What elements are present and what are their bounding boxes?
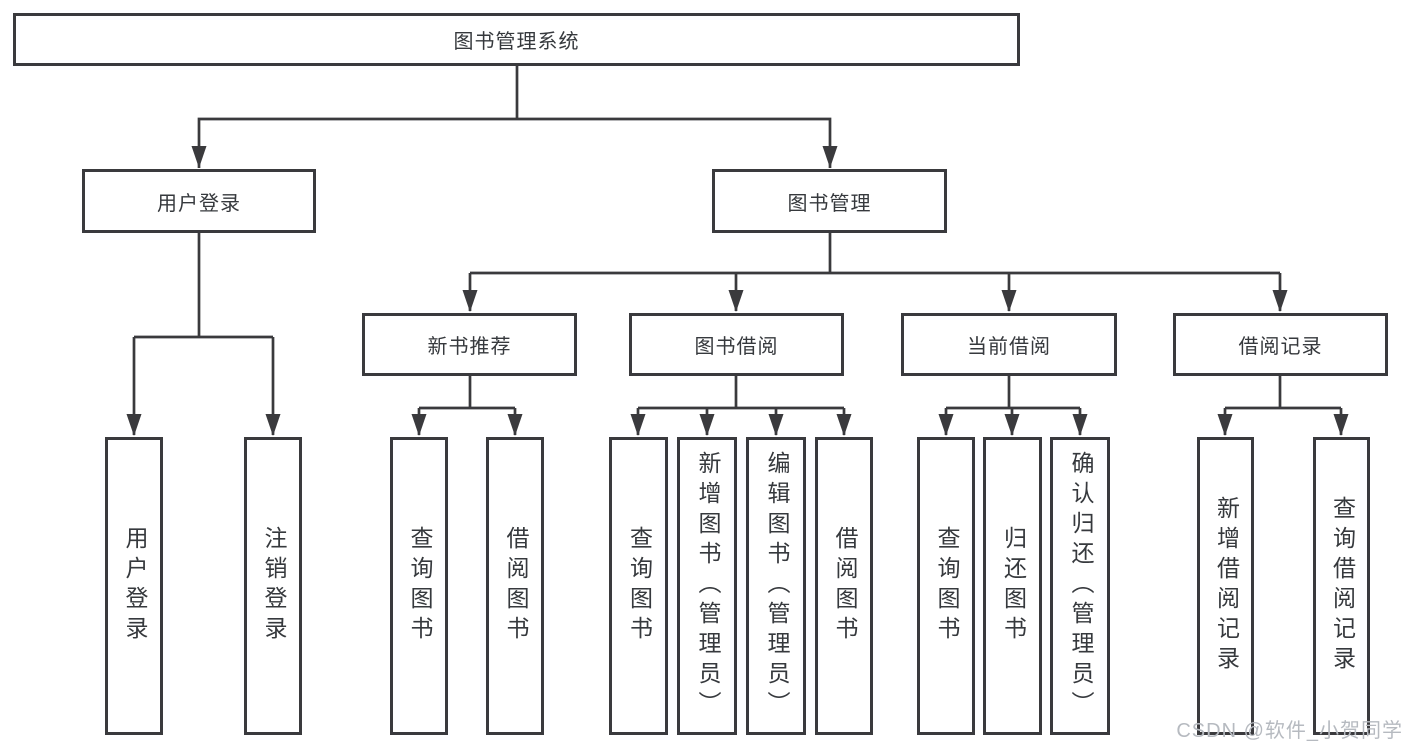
arrow-down-icon [1072, 414, 1088, 436]
node-book-borrowing: 图书借阅 [629, 313, 844, 376]
node-nbr-query-books: 查询图书 [390, 437, 448, 735]
node-cb-query-books: 查询图书 [917, 437, 975, 735]
node-cb-confirm-return-admin-label: 确认归还（管理员） [1067, 451, 1094, 721]
node-book-borrowing-label: 图书借阅 [694, 336, 779, 358]
node-bb-borrow-books: 借阅图书 [815, 437, 873, 735]
arrow-down-icon [822, 146, 838, 168]
node-cb-return-books-label: 归还图书 [1000, 526, 1027, 646]
connector-line [468, 273, 1282, 311]
node-user-login: 用户登录 [105, 437, 163, 735]
node-new-book-recommend-label: 新书推荐 [427, 336, 512, 358]
connector-line [197, 117, 832, 168]
arrow-down-icon [1217, 414, 1233, 436]
node-new-book-recommend: 新书推荐 [362, 313, 577, 376]
node-borrowing-records-label: 借阅记录 [1238, 336, 1323, 358]
node-bb-query-books: 查询图书 [609, 437, 668, 735]
arrow-down-icon [265, 414, 281, 436]
connector-line [636, 376, 846, 435]
connector-line [417, 376, 517, 435]
node-current-borrowing-label: 当前借阅 [967, 336, 1051, 358]
node-br-query-record: 查询借阅记录 [1313, 437, 1370, 735]
node-bb-borrow-books-label: 借阅图书 [831, 526, 858, 646]
connector-line [132, 233, 275, 435]
node-bb-add-books-admin-label: 新增图书（管理员） [694, 451, 721, 721]
node-root-label: 图书管理系统 [453, 31, 580, 53]
node-logout-label: 注销登录 [260, 526, 287, 646]
node-nbr-borrow-books: 借阅图书 [486, 437, 544, 735]
connector-line [1223, 376, 1343, 435]
node-bb-edit-books-admin: 编辑图书（管理员） [746, 437, 806, 735]
arrow-down-icon [462, 290, 478, 312]
arrow-down-icon [938, 414, 954, 436]
arrow-down-icon [1333, 414, 1349, 436]
node-br-add-record-label: 新增借阅记录 [1213, 496, 1240, 676]
connector-line [470, 233, 1280, 275]
node-bb-query-books-label: 查询图书 [626, 526, 653, 646]
node-cb-query-books-label: 查询图书 [933, 526, 960, 646]
arrow-down-icon [728, 290, 744, 312]
node-user-login-label: 用户登录 [121, 526, 148, 646]
node-br-add-record: 新增借阅记录 [1197, 437, 1254, 735]
arrow-down-icon [507, 414, 523, 436]
node-logout: 注销登录 [244, 437, 302, 735]
node-book-management-branch-label: 图书管理 [787, 192, 872, 215]
arrow-down-icon [768, 414, 784, 436]
node-root: 图书管理系统 [13, 13, 1020, 66]
node-user-login-branch: 用户登录 [82, 169, 316, 233]
arrow-down-icon [1272, 290, 1288, 312]
arrow-down-icon [1004, 414, 1020, 436]
arrow-down-icon [1001, 290, 1017, 312]
node-bb-add-books-admin: 新增图书（管理员） [677, 437, 737, 735]
node-cb-return-books: 归还图书 [983, 437, 1042, 735]
node-cb-confirm-return-admin: 确认归还（管理员） [1050, 437, 1110, 735]
node-current-borrowing: 当前借阅 [901, 313, 1117, 376]
arrow-down-icon [836, 414, 852, 436]
node-nbr-query-books-label: 查询图书 [406, 526, 433, 646]
arrow-down-icon [630, 414, 646, 436]
node-bb-edit-books-admin-label: 编辑图书（管理员） [763, 451, 790, 721]
node-book-management-branch: 图书管理 [712, 169, 947, 233]
node-borrowing-records: 借阅记录 [1173, 313, 1388, 376]
node-nbr-borrow-books-label: 借阅图书 [502, 526, 529, 646]
watermark: CSDN @软件_小贺同学 [1176, 720, 1403, 742]
arrow-down-icon [126, 414, 142, 436]
node-user-login-branch-label: 用户登录 [157, 192, 241, 215]
arrow-down-icon [411, 414, 427, 436]
arrow-down-icon [699, 414, 715, 436]
node-br-query-record-label: 查询借阅记录 [1329, 496, 1356, 676]
arrow-down-icon [191, 146, 207, 168]
